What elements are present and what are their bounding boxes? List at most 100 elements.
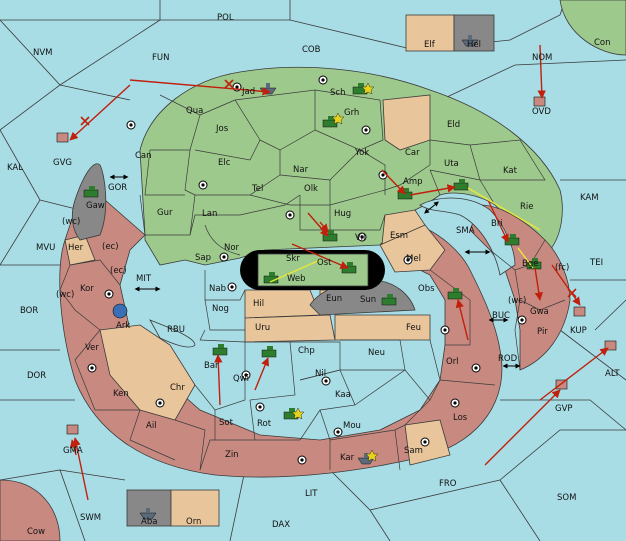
label-kor: Kor — [80, 284, 94, 294]
label-kaa: Kaa — [335, 390, 351, 400]
army-icon — [526, 258, 542, 270]
move-orders — [69, 44, 609, 501]
fleet-icon — [139, 508, 157, 520]
ark-unit-icon — [112, 303, 128, 319]
label-hel: Hel — [467, 40, 481, 50]
label-kam: KAM — [580, 193, 599, 203]
fleet-icon — [66, 424, 79, 435]
label-sma: SMA — [456, 226, 475, 236]
label-bor: BOR — [20, 306, 38, 316]
label-can: Can — [135, 151, 152, 161]
label-chr: Chr — [170, 383, 185, 393]
region-car[interactable] — [382, 94, 431, 151]
label-mel: Mel — [406, 254, 421, 264]
label-hug: Hug — [334, 209, 351, 219]
label-eun: Eun — [326, 294, 342, 304]
label-pir: Pir — [537, 327, 548, 337]
label-nor: Nor — [224, 243, 240, 253]
label-orl: Orl — [446, 357, 459, 367]
label-sot: Sot — [219, 418, 234, 428]
label-mvu: MVU — [36, 243, 55, 253]
label-dax: DAX — [272, 520, 290, 530]
label-tei: TEI — [589, 258, 603, 268]
label-ail: Ail — [146, 421, 157, 431]
internal-borders — [59, 89, 566, 471]
label-gma: GMA — [63, 446, 83, 456]
label-her: Her — [68, 243, 84, 253]
label-gvg: GVG — [53, 158, 72, 168]
label-rod: ROD — [498, 354, 518, 364]
label-elf: Elf — [424, 40, 436, 50]
label-cob: COB — [302, 45, 321, 55]
label-bri: Bri — [491, 219, 503, 229]
label-grh: Grh — [344, 108, 359, 118]
rbu-sea-inlet — [149, 319, 196, 348]
region-elf[interactable] — [405, 14, 455, 52]
army-icon — [263, 272, 279, 284]
label-obs: Obs — [418, 284, 435, 294]
failed-order-marks — [80, 79, 577, 298]
label-aba: Aba — [141, 517, 157, 527]
label-rbu: RBU — [167, 325, 185, 335]
label-sap: Sap — [195, 253, 211, 263]
army-icon — [322, 230, 338, 242]
region-chr[interactable] — [99, 324, 196, 421]
label-los: Los — [453, 413, 468, 423]
fleet-icon — [573, 306, 586, 317]
label-cow: Cow — [27, 527, 45, 537]
label-sch: Sch — [330, 88, 345, 98]
label-jos: Jos — [215, 124, 229, 134]
label-gaw: Gaw — [86, 201, 105, 211]
label-kat: Kat — [503, 166, 518, 176]
label-bge: Bge — [522, 259, 538, 269]
region-orn[interactable] — [170, 489, 220, 527]
label-jad: Jad — [241, 87, 255, 97]
label-vil: Vil — [355, 233, 365, 243]
label-olk: Olk — [304, 184, 318, 194]
label-nog: Nog — [212, 304, 229, 314]
label-swm: SWM — [80, 513, 101, 523]
army-icon — [381, 294, 397, 306]
star-icon — [291, 82, 379, 462]
label-nvm: NVM — [33, 48, 53, 58]
label-uru: Uru — [255, 323, 270, 333]
label-gor: GOR — [108, 183, 127, 193]
label-tel: Tel — [251, 184, 263, 194]
label-nil: Nil — [315, 369, 326, 379]
label-rot: Rot — [257, 419, 272, 429]
sma-sea-inlet — [419, 197, 516, 276]
label-orn: Orn — [186, 517, 201, 527]
label-lan: Lan — [202, 209, 217, 219]
fleet-icon — [461, 35, 479, 47]
label-feu: Feu — [406, 323, 421, 333]
label-sun: Sun — [360, 295, 376, 305]
label-chp: Chp — [298, 346, 315, 356]
region-mel[interactable] — [379, 224, 446, 273]
label-ost: Ost — [317, 258, 332, 268]
label-skr: Skr — [286, 254, 300, 264]
label-yok: Yok — [354, 148, 369, 158]
region-gaw[interactable] — [71, 163, 107, 241]
label-elc: Elc — [218, 158, 231, 168]
label-qua: Qua — [186, 106, 203, 116]
label-gur: Gur — [157, 208, 173, 218]
label-pol: POL — [217, 13, 234, 23]
label-nab: Nab — [209, 284, 226, 294]
label-amp: Amp — [403, 177, 423, 187]
army-icon — [322, 116, 338, 128]
label-ovd: OVD — [532, 107, 551, 117]
label-wc3: (wc) — [508, 296, 526, 306]
label-con: Con — [594, 38, 611, 48]
support-orders — [269, 187, 541, 283]
label-gvp: GVP — [555, 404, 573, 414]
label-kal: KAL — [7, 163, 23, 173]
army-icon — [447, 288, 463, 300]
label-hil: Hil — [253, 299, 264, 309]
label-wc2: (wc) — [56, 290, 74, 300]
label-fun: FUN — [152, 53, 169, 63]
label-mit: MIT — [136, 274, 152, 284]
label-ec1: (ec) — [102, 242, 119, 252]
label-zin: Zin — [225, 450, 239, 460]
